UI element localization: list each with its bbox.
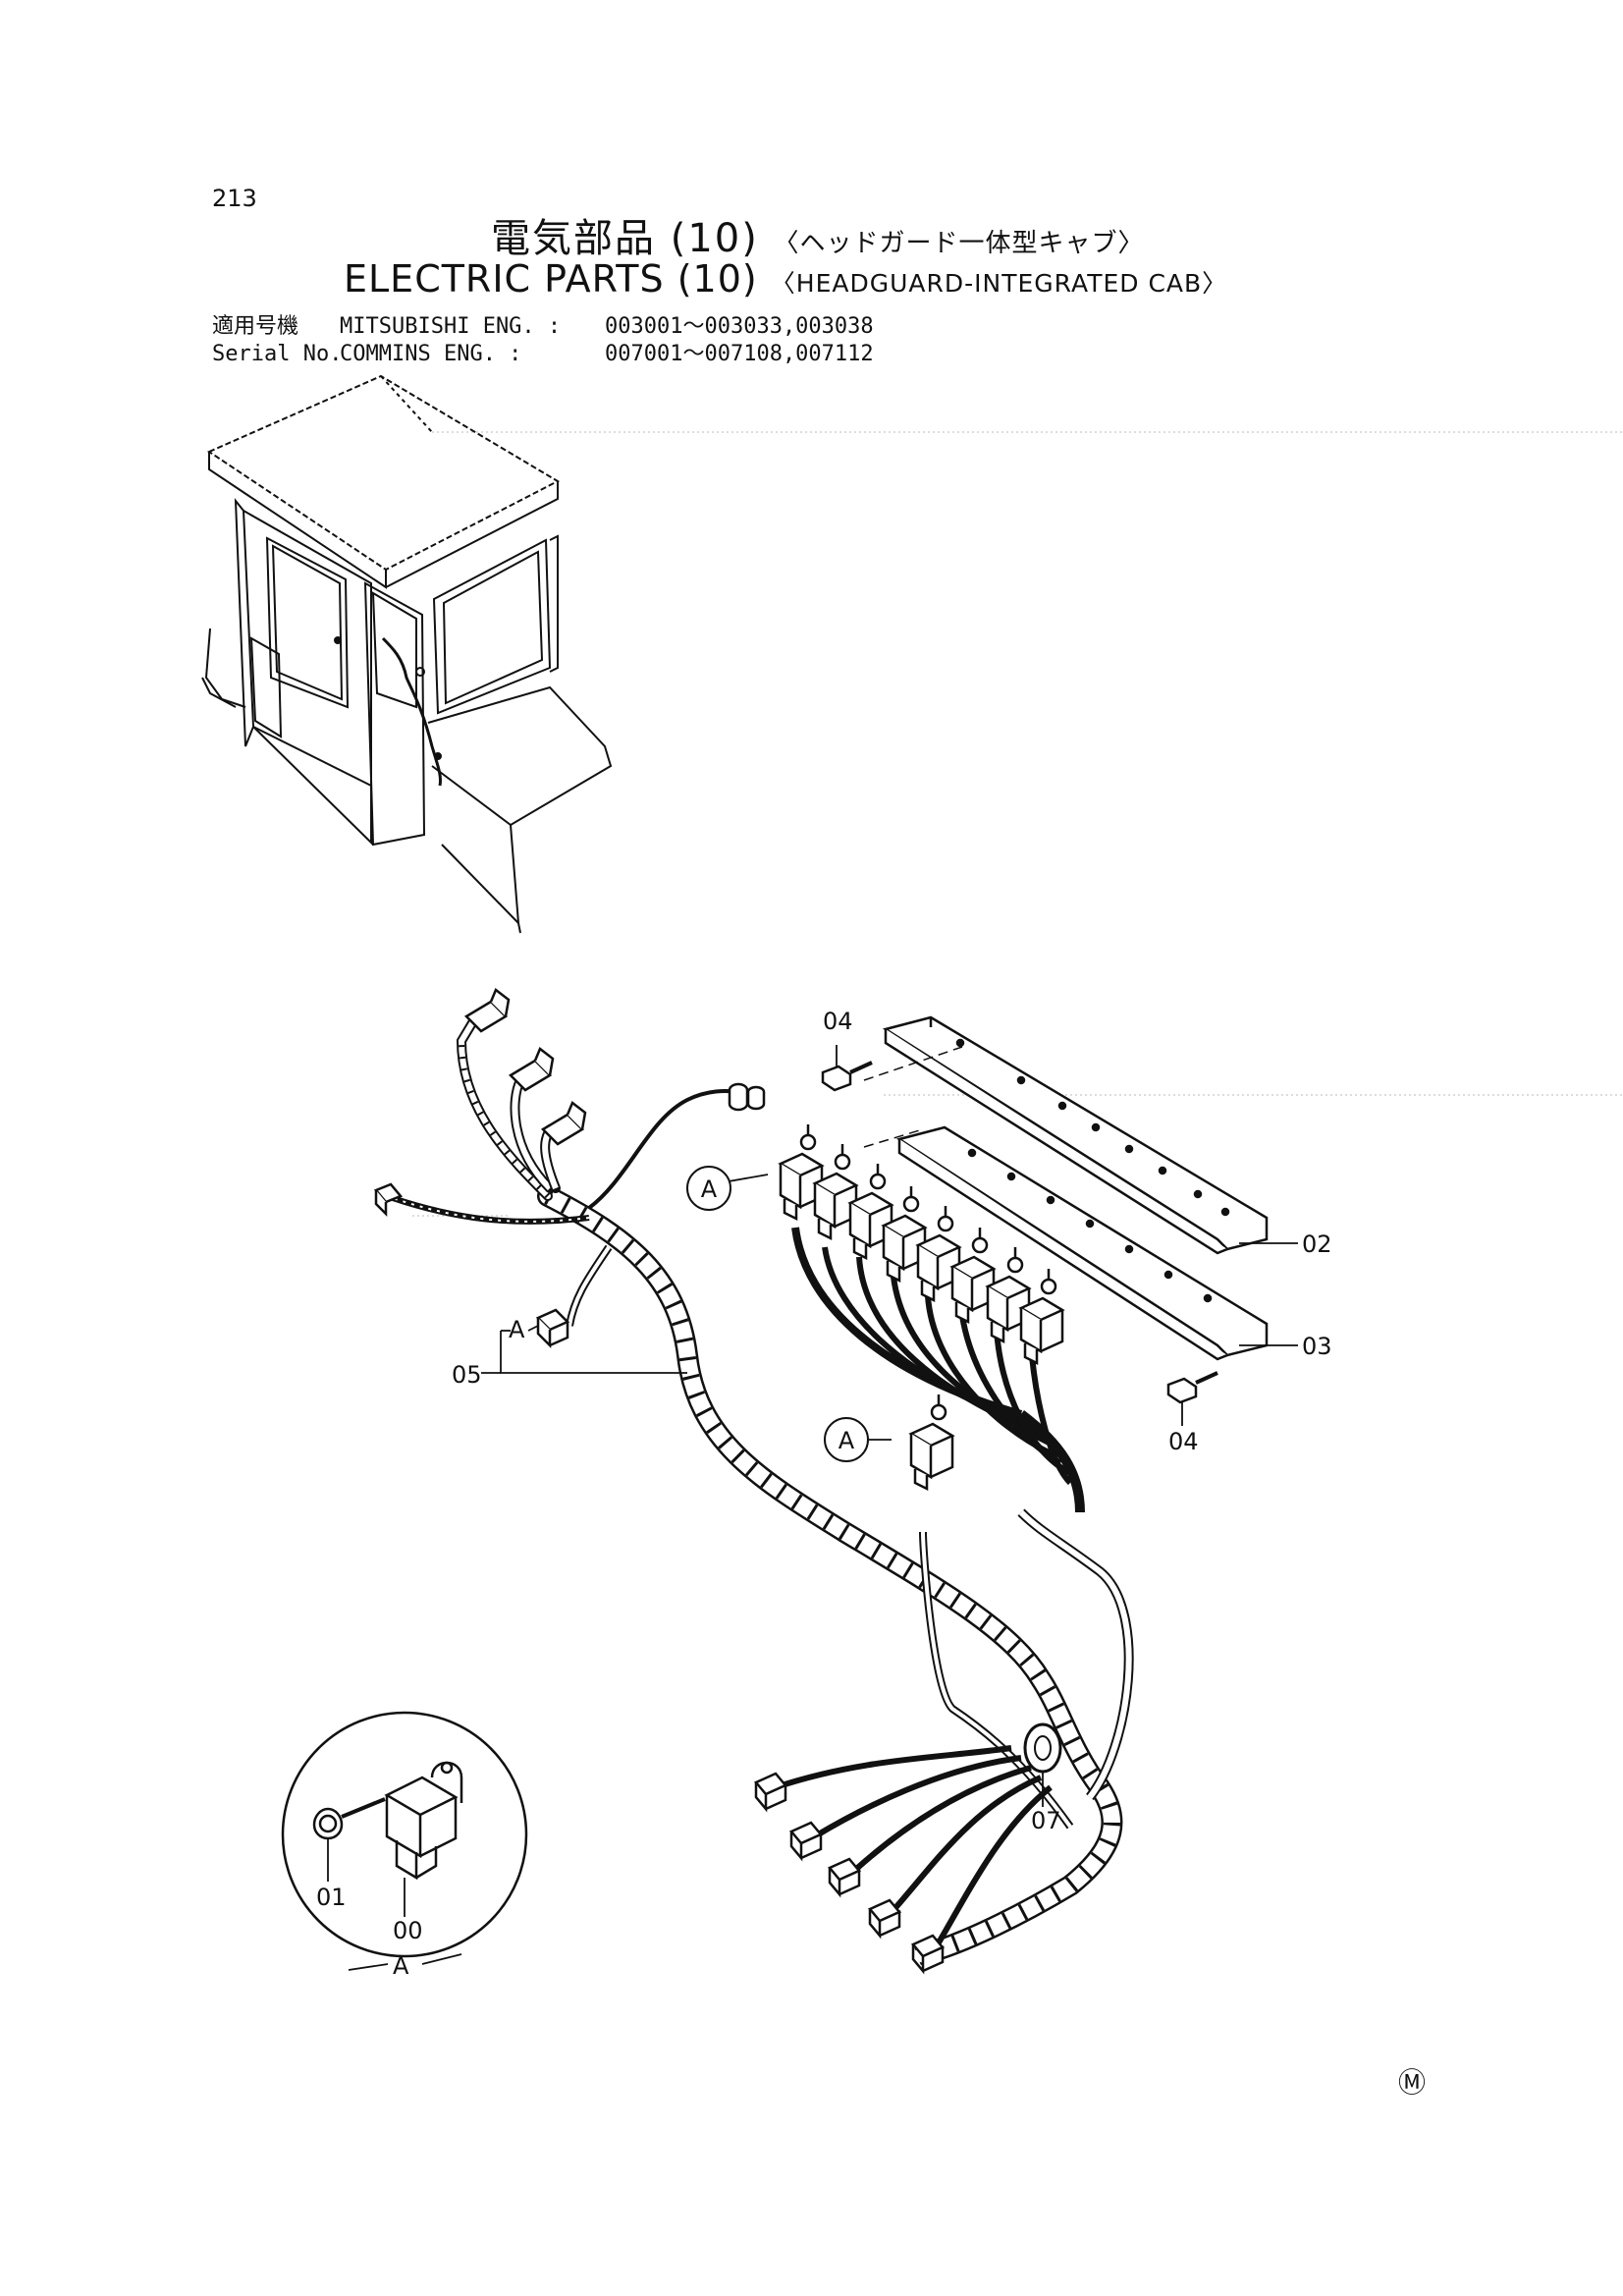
ref-a-mid-circle: A (824, 1417, 869, 1462)
callout-01: 01 (316, 1884, 347, 1911)
serial-range: 003001～003033,003038 (605, 314, 874, 339)
bolt-04-bottom (1166, 1371, 1218, 1404)
relay-bracket-03 (895, 1125, 1269, 1361)
serial-label-jp: 適用号機 (212, 314, 299, 339)
ref-a-top: A (701, 1175, 718, 1203)
callout-00: 00 (393, 1917, 423, 1944)
title-en-main: ELECTRIC PARTS (10) (344, 257, 758, 301)
callout-labels: 02 03 04 04 05 07 01 00 A A (316, 1008, 1332, 1980)
ref-a-top-circle: A (686, 1166, 731, 1211)
cab-overview-illustration (201, 374, 613, 934)
callout-04-top: 04 (823, 1008, 853, 1035)
ref-a-detail: A (393, 1952, 409, 1980)
serial-engine: COMMINS ENG. : (340, 342, 522, 366)
serial-range: 007001～007108,007112 (605, 342, 874, 366)
serial-label-en: Serial No. (212, 342, 343, 366)
callout-02: 02 (1302, 1230, 1332, 1258)
leader-lines (327, 1045, 1298, 1971)
title-japanese: 電気部品 (10) 〈ヘッドガード一体型キャブ〉 (491, 206, 1145, 263)
m-mark: Ⓜ (1398, 2066, 1426, 2099)
harness-connectors (373, 988, 946, 1975)
title-jp-sub: 〈ヘッドガード一体型キャブ〉 (773, 229, 1145, 258)
relay-bracket-02 (882, 1015, 1269, 1255)
relay-units (778, 1124, 1065, 1492)
ref-a-left: A (509, 1316, 525, 1343)
callout-07: 07 (1031, 1807, 1061, 1834)
callout-03: 03 (1302, 1333, 1332, 1360)
title-en-sub: 〈HEADGUARD-INTEGRATED CAB〉 (770, 269, 1228, 298)
wire-harness (392, 1016, 1134, 1965)
bolt-04-top (821, 1061, 873, 1092)
page-number: 213 (212, 185, 257, 212)
serial-row-commins: Serial No.COMMINS ENG. : 007001～007108,00… (212, 336, 874, 367)
title-jp-main: 電気部品 (10) (491, 216, 759, 261)
callout-04-bottom: 04 (1168, 1428, 1199, 1455)
serial-engine: MITSUBISHI ENG. : (340, 314, 562, 339)
title-english: ELECTRIC PARTS (10) 〈HEADGUARD-INTEGRATE… (344, 257, 1227, 301)
ref-a-mid: A (839, 1427, 855, 1454)
serial-row-mitsubishi: 適用号機 MITSUBISHI ENG. : 003001～003033,00303… (212, 308, 874, 340)
callout-05: 05 (452, 1361, 482, 1389)
